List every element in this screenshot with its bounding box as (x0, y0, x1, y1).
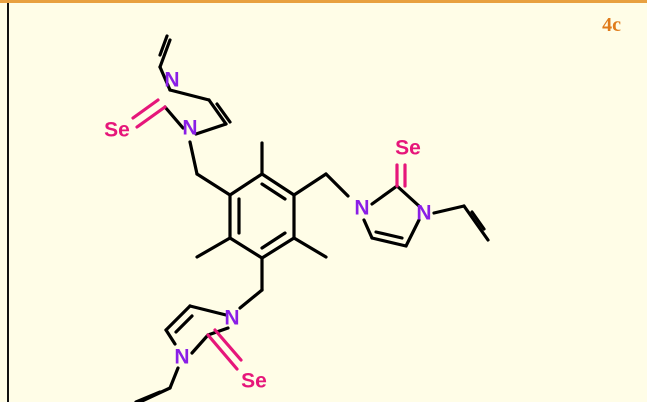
bond (135, 105, 167, 129)
nitrogen-atom-label: N (416, 202, 431, 225)
selenium-atom-label: Se (241, 370, 267, 393)
bond (213, 328, 243, 362)
nitrogen-atom-label: N (224, 307, 239, 330)
vinyl-bond (432, 204, 466, 215)
panel-left-border (7, 3, 9, 402)
bond (404, 218, 421, 248)
nitrogen-atom-label: N (174, 346, 189, 369)
bond (194, 122, 228, 136)
vinyl-bond (158, 65, 172, 92)
methyl-groups (195, 141, 328, 259)
bond (260, 182, 287, 201)
bond (260, 231, 287, 250)
vinyl-bond (168, 366, 180, 390)
vinyl-bond (470, 210, 486, 231)
bond (164, 304, 192, 332)
bond (206, 333, 239, 371)
vinyl-bond (158, 34, 169, 57)
bond (238, 288, 264, 310)
bond (190, 333, 210, 355)
bond (228, 172, 264, 197)
imidazole-selone-bottom (134, 304, 243, 402)
nitrogen-atom-label: N (164, 69, 179, 92)
bond (164, 328, 177, 346)
bond (163, 105, 185, 130)
panel-top-border (0, 0, 647, 3)
vinyl-bond (134, 390, 162, 402)
bond (195, 172, 232, 197)
bond (207, 98, 228, 126)
methyl-bond (195, 236, 232, 259)
vinyl-bond (462, 204, 490, 242)
bond (362, 218, 374, 240)
bond (228, 236, 264, 260)
bond (374, 230, 404, 240)
methyl-bond (292, 236, 328, 259)
methylene-linkers (188, 140, 350, 310)
bond (131, 98, 160, 120)
bond (395, 184, 421, 208)
bond (260, 236, 296, 260)
bond (370, 184, 399, 206)
bond (215, 102, 232, 124)
bond (168, 88, 211, 102)
imidazole-selone-top (131, 34, 232, 136)
selenium-atom-label: Se (395, 137, 421, 160)
selenium-atom-label: Se (104, 119, 130, 142)
nitrogen-atom-label: N (182, 117, 197, 140)
bond (324, 172, 350, 198)
vinyl-bond (158, 38, 172, 69)
nitrogen-atom-label: N (354, 197, 369, 220)
bond (370, 236, 408, 248)
compound-label: 4c (602, 14, 621, 36)
bond (188, 140, 199, 176)
bond (174, 314, 194, 334)
bond (260, 172, 296, 197)
bond (292, 172, 328, 197)
benzene-ring (228, 172, 296, 260)
bond (188, 304, 228, 317)
imidazole-selone-right (362, 163, 490, 248)
atom-labels: N N Se N N Se N N Se (104, 69, 431, 393)
